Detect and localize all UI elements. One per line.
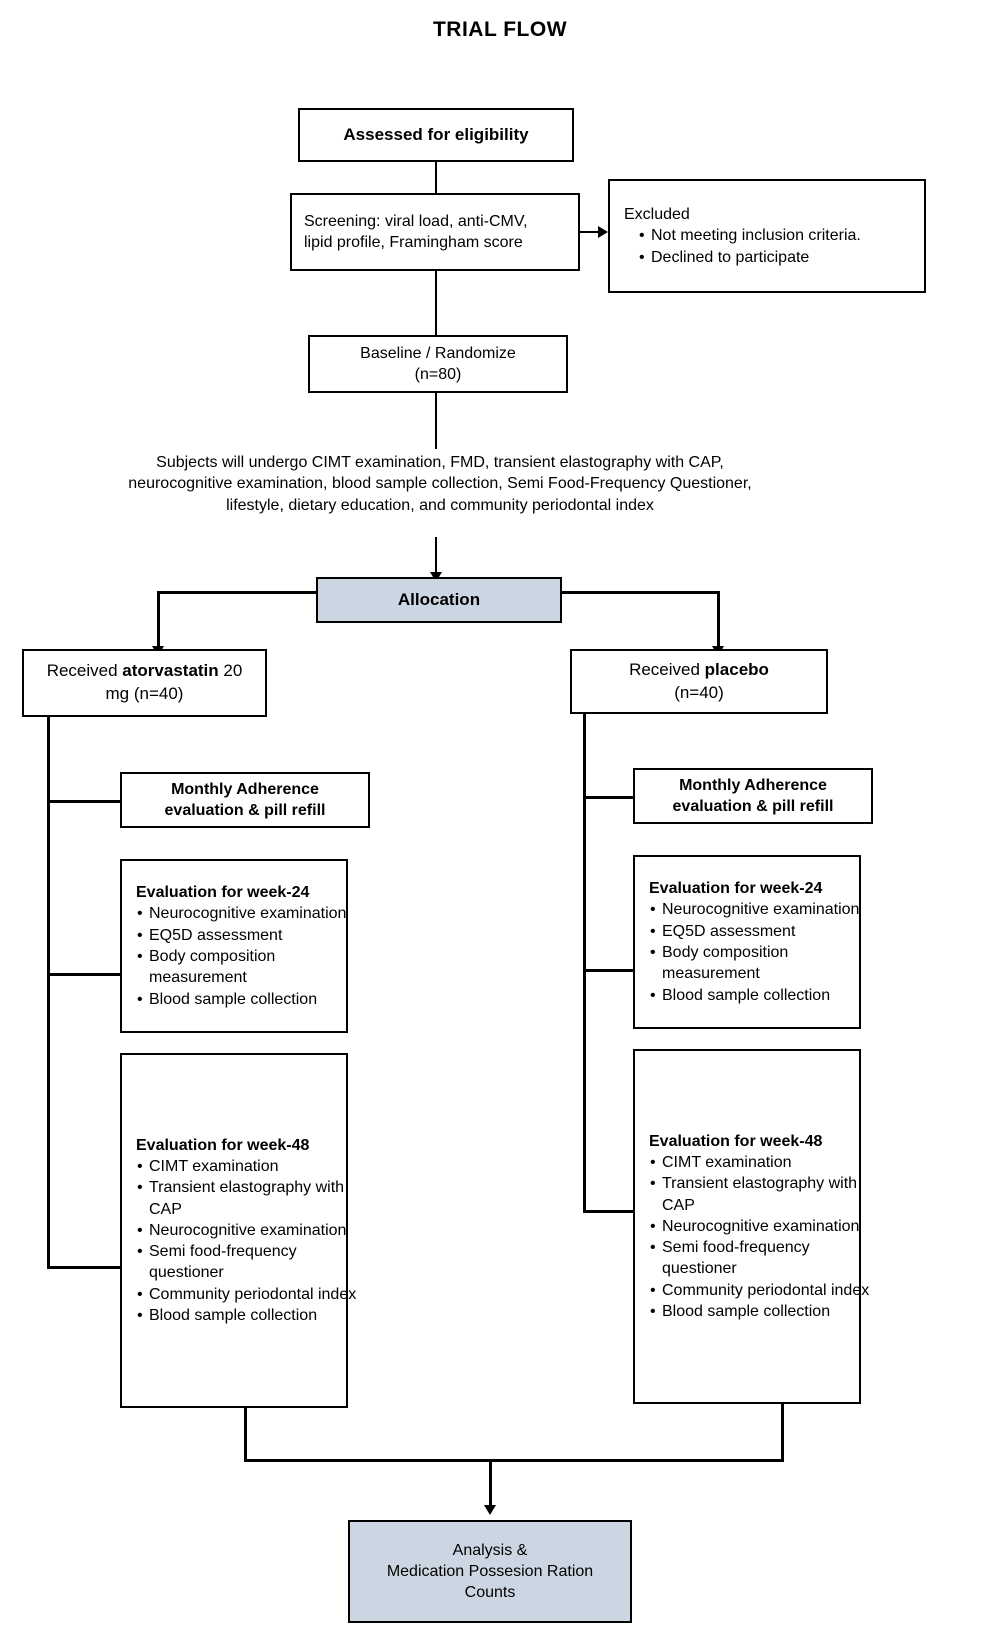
merge-drop-left (244, 1408, 247, 1461)
analysis-line-3: Counts (464, 1584, 516, 1602)
node-right-monthly-adherence: Monthly Adherence evaluation & pill refi… (633, 768, 873, 824)
list-item: Declined to participate (638, 247, 861, 269)
right-week24-heading: Evaluation for week-24 (649, 880, 823, 898)
connector-screening-to-excluded (580, 231, 600, 233)
left-week48-heading: Evaluation for week-48 (136, 1136, 310, 1154)
node-analysis: Analysis & Medication Possesion Ration C… (348, 1520, 632, 1623)
screening-line-2: lipid profile, Framingham score (304, 234, 523, 251)
node-left-monthly-adherence: Monthly Adherence evaluation & pill refi… (120, 772, 370, 828)
node-right-week48: Evaluation for week-48 CIMT examination … (633, 1049, 869, 1404)
merge-drop-right (781, 1404, 784, 1461)
list-item: Blood sample collection (136, 1305, 360, 1327)
list-item: Semi food-frequency questioner (649, 1237, 873, 1280)
arm-left-line-1: Received atorvastatin 20 (47, 660, 243, 683)
arm-left-post: 20 (218, 661, 243, 681)
connector-procedures-to-split (435, 537, 437, 579)
arm-right-line-2: (n=40) (674, 682, 724, 702)
list-item: Neurocognitive examination (649, 1216, 873, 1238)
list-item: Neurocognitive examination (649, 899, 873, 921)
baseline-line-2: (n=80) (414, 366, 462, 383)
screening-line-1: Screening: viral load, anti-CMV, (304, 212, 528, 230)
node-arm-placebo: Received placebo (n=40) (570, 649, 828, 714)
right-week48-list: CIMT examination Transient elastography … (649, 1152, 873, 1322)
arrow-screening-to-excluded (598, 226, 608, 238)
list-item: Body composition measurement (136, 946, 360, 989)
left-stub-week24 (47, 973, 122, 976)
list-item: Body composition measurement (649, 942, 873, 985)
node-excluded: Excluded Not meeting inclusion criteria.… (608, 179, 926, 293)
right-adherence-line-2: evaluation & pill refill (672, 798, 834, 815)
list-item: Blood sample collection (136, 989, 360, 1011)
right-stub-adherence (583, 796, 635, 799)
right-stub-week24 (583, 969, 635, 972)
page-title: TRIAL FLOW (432, 18, 568, 41)
list-item: Neurocognitive examination (136, 903, 360, 925)
list-item: CIMT examination (649, 1152, 873, 1174)
list-item: Transient elastography with CAP (136, 1177, 360, 1220)
list-item: EQ5D assessment (136, 925, 360, 947)
node-procedures-text: Subjects will undergo CIMT examination, … (60, 452, 820, 516)
right-arm-spine (583, 714, 586, 1212)
left-week48-list: CIMT examination Transient elastography … (136, 1156, 360, 1326)
assessed-label: Assessed for eligibility (343, 124, 529, 144)
arm-right-line-1: Received placebo (629, 659, 769, 682)
connector-screening-to-baseline (435, 271, 437, 335)
left-week24-heading: Evaluation for week-24 (136, 884, 310, 902)
list-item: Blood sample collection (649, 1301, 873, 1323)
analysis-line-1: Analysis & (452, 1541, 528, 1559)
connector-assessed-to-screening (435, 162, 437, 193)
node-baseline-randomize: Baseline / Randomize (n=80) (308, 335, 568, 393)
left-arm-spine (47, 717, 50, 1268)
arm-left-drug: atorvastatin (122, 661, 219, 681)
analysis-line-2: Medication Possesion Ration (386, 1562, 594, 1580)
node-screening: Screening: viral load, anti-CMV, lipid p… (290, 193, 580, 271)
connector-baseline-to-procedures (435, 393, 437, 449)
left-stub-week48 (47, 1266, 124, 1269)
arm-right-drug: placebo (704, 659, 769, 679)
node-arm-atorvastatin: Received atorvastatin 20 mg (n=40) (22, 649, 267, 717)
left-stub-adherence (47, 800, 122, 803)
list-item: Semi food-frequency questioner (136, 1241, 360, 1284)
right-stub-week48 (583, 1210, 635, 1213)
node-allocation: Allocation (316, 577, 562, 623)
list-item: Community periodontal index (649, 1280, 873, 1302)
left-adherence-line-2: evaluation & pill refill (164, 802, 326, 819)
list-item: EQ5D assessment (649, 921, 873, 943)
list-item: CIMT examination (136, 1156, 360, 1178)
right-week24-list: Neurocognitive examination EQ5D assessme… (649, 899, 873, 1007)
left-adherence-line-1: Monthly Adherence (171, 780, 319, 798)
list-item: Blood sample collection (649, 985, 873, 1007)
arrow-merge-to-analysis (484, 1505, 496, 1515)
right-adherence-line-1: Monthly Adherence (679, 776, 827, 794)
allocation-label: Allocation (397, 589, 481, 609)
node-left-week48: Evaluation for week-48 CIMT examination … (120, 1053, 356, 1408)
list-item: Not meeting inclusion criteria. (638, 225, 861, 247)
excluded-list: Not meeting inclusion criteria. Declined… (638, 225, 861, 268)
excluded-heading: Excluded (624, 206, 690, 224)
node-assessed-for-eligibility: Assessed for eligibility (298, 108, 574, 162)
arm-right-pre: Received (629, 659, 705, 679)
arm-left-line-2: mg (n=40) (105, 684, 184, 703)
allocation-branch-left (157, 591, 160, 650)
connector-merge-to-analysis (489, 1461, 492, 1509)
node-right-week24: Evaluation for week-24 Neurocognitive ex… (633, 855, 861, 1029)
arm-left-pre: Received (46, 661, 123, 681)
procedures-line-2: neurocognitive examination, blood sample… (128, 475, 752, 493)
baseline-line-1: Baseline / Randomize (360, 344, 516, 362)
allocation-branch-right (717, 591, 720, 650)
list-item: Transient elastography with CAP (649, 1173, 873, 1216)
merge-bus (244, 1459, 784, 1462)
list-item: Community periodontal index (136, 1284, 360, 1306)
left-week24-list: Neurocognitive examination EQ5D assessme… (136, 903, 360, 1011)
procedures-line-3: lifestyle, dietary education, and commun… (226, 496, 654, 514)
node-left-week24: Evaluation for week-24 Neurocognitive ex… (120, 859, 348, 1033)
list-item: Neurocognitive examination (136, 1220, 360, 1242)
procedures-line-1: Subjects will undergo CIMT examination, … (156, 454, 724, 471)
right-week48-heading: Evaluation for week-48 (649, 1132, 823, 1150)
